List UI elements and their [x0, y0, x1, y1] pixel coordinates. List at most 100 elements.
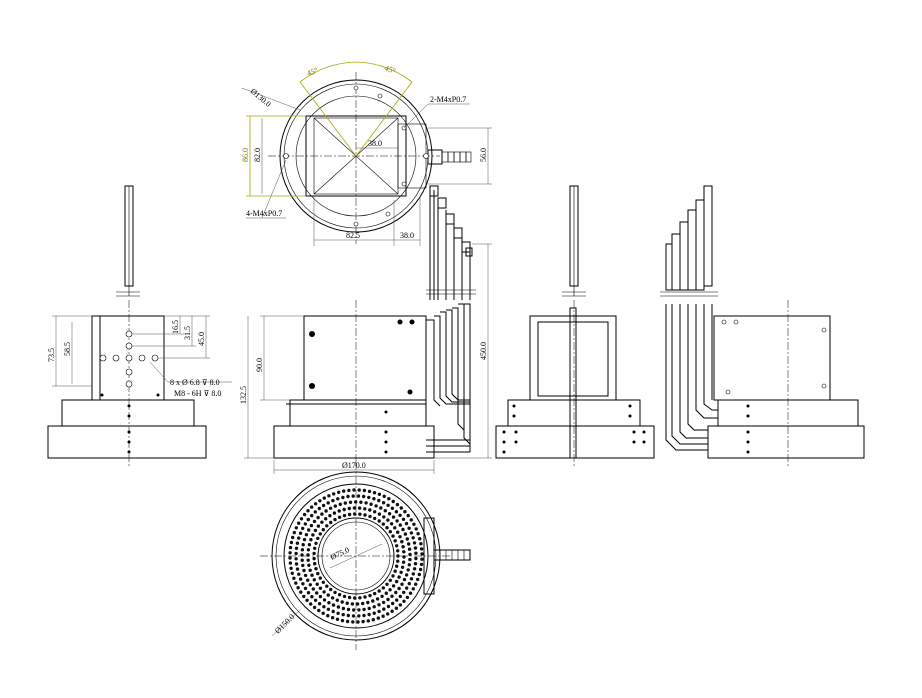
led-dot — [313, 502, 318, 506]
dim-450: 450.0 — [479, 342, 488, 360]
led-dot — [420, 552, 424, 556]
led-dot — [389, 522, 394, 526]
led-dot — [299, 517, 304, 521]
led-dot — [388, 578, 392, 582]
led-dot — [417, 572, 421, 577]
led-dot — [367, 606, 371, 611]
dim-73-5: 73.5 — [47, 348, 56, 362]
led-dot — [316, 571, 320, 576]
led-dot — [308, 583, 312, 587]
led-dot — [400, 565, 405, 569]
led-dot — [384, 591, 388, 595]
led-dot — [288, 556, 292, 560]
led-dot — [386, 612, 390, 616]
led-dot — [358, 596, 362, 600]
led-dot — [390, 594, 394, 598]
led-dot — [307, 543, 312, 547]
led-dot — [353, 512, 357, 516]
led-dot — [385, 526, 389, 530]
led-dot — [313, 598, 318, 602]
led-dot — [404, 521, 409, 526]
led-dot — [391, 574, 395, 578]
led-dot — [377, 589, 381, 593]
led-dot — [326, 501, 330, 505]
led-dot — [345, 619, 350, 624]
led-dot — [352, 608, 356, 612]
led-dot — [333, 517, 337, 522]
led-dot — [356, 620, 360, 624]
led-dot — [322, 605, 326, 609]
led-dot — [414, 527, 418, 531]
led-dot — [408, 557, 412, 562]
led-dot — [381, 501, 386, 505]
led-dot — [394, 579, 399, 584]
led-dot — [377, 498, 381, 503]
led-dot — [391, 515, 396, 519]
led-dot — [292, 576, 296, 580]
led-dot — [400, 540, 404, 544]
led-dot — [299, 590, 303, 594]
led-dot — [314, 567, 318, 571]
led-dot — [357, 506, 362, 510]
led-dot — [382, 494, 386, 498]
led-dot — [320, 520, 324, 524]
led-dot — [356, 494, 361, 498]
led-dot — [390, 506, 395, 510]
led-dot — [391, 584, 396, 588]
led-dot — [419, 547, 424, 551]
led-dot — [412, 567, 417, 571]
led-dot — [395, 519, 399, 523]
rear-view — [660, 185, 865, 466]
led-dot — [324, 517, 328, 521]
led-dot — [294, 551, 298, 556]
thread-2-m4: 2-M4xP0.7 — [430, 95, 466, 104]
led-dot — [412, 522, 416, 526]
dia-75-label: Ø75.0 — [329, 545, 351, 562]
led-dot — [399, 570, 403, 574]
led-dot — [335, 598, 339, 602]
led-dot — [407, 581, 411, 586]
led-dot — [327, 494, 331, 498]
led-dot — [386, 518, 390, 522]
led-dot — [407, 542, 411, 546]
led-dot — [397, 586, 401, 591]
led-dot — [306, 558, 310, 562]
led-dot — [312, 519, 317, 524]
led-dot — [337, 515, 342, 519]
led-dot — [295, 541, 300, 545]
led-dot — [402, 599, 406, 603]
led-dot — [383, 509, 387, 513]
led-dot — [288, 551, 292, 555]
led-dot — [311, 533, 315, 537]
led-dot — [346, 494, 350, 499]
led-dot — [377, 519, 381, 523]
led-dot — [377, 512, 382, 516]
led-dot — [298, 577, 303, 581]
led-dot — [404, 573, 409, 577]
led-dot — [362, 488, 367, 493]
led-dot — [306, 509, 310, 513]
led-dot — [331, 498, 335, 503]
led-dot — [324, 509, 328, 513]
led-dot — [297, 572, 301, 576]
led-dot — [385, 582, 389, 586]
led-dot — [316, 536, 320, 541]
led-dot — [411, 536, 415, 540]
dim-45: 45.0 — [197, 332, 206, 346]
led-dot — [294, 581, 298, 585]
led-dot — [294, 546, 299, 550]
led-dot — [420, 557, 424, 561]
led-dot — [294, 526, 298, 530]
led-dot — [391, 601, 395, 606]
led-dot — [343, 501, 347, 505]
led-dot — [297, 536, 301, 540]
led-dot — [337, 593, 342, 597]
hole-note-1: 8 x Ø 6.8 ⊽ 8.0 — [170, 378, 220, 387]
led-dot — [387, 512, 392, 516]
led-dot — [388, 588, 392, 592]
angle-45-right: 45° — [383, 63, 397, 75]
led-dot — [368, 508, 372, 512]
led-dot — [294, 557, 298, 561]
led-dot — [390, 609, 394, 613]
led-dot — [341, 606, 346, 611]
